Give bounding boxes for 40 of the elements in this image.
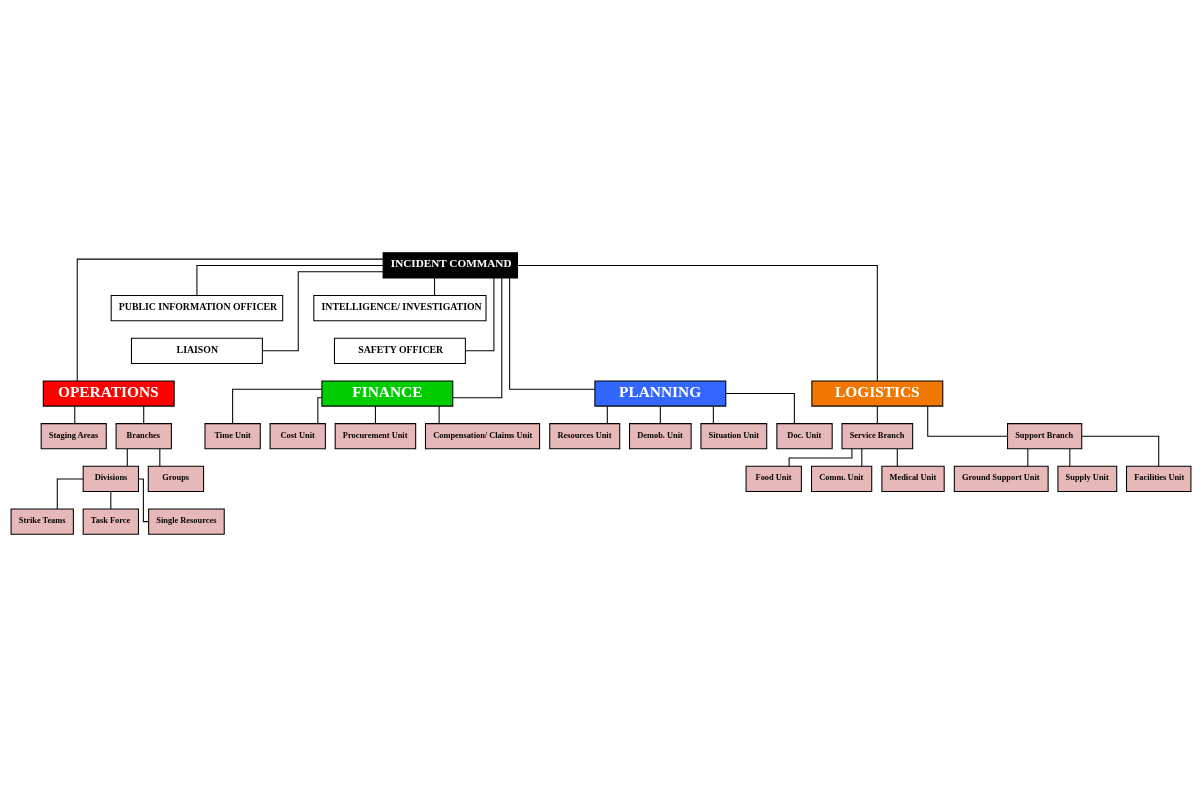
connector — [788, 447, 853, 467]
connector — [725, 392, 795, 424]
connector — [262, 270, 384, 351]
connector — [517, 264, 878, 381]
connector — [374, 405, 376, 424]
node-box: INTELLIGENCE/ INVESTIGATION — [313, 294, 487, 321]
connector — [659, 405, 661, 424]
connector — [876, 405, 878, 424]
connector — [56, 477, 84, 509]
node-box: LOGISTICS — [811, 379, 944, 407]
connector — [606, 405, 608, 424]
connector — [74, 405, 76, 424]
connector — [138, 477, 149, 522]
connector — [452, 277, 503, 398]
connector — [509, 277, 596, 390]
connector — [126, 448, 128, 467]
connector — [896, 448, 898, 467]
connector — [464, 276, 495, 351]
connector — [438, 405, 440, 424]
node-box: INCIDENT COMMAND — [382, 251, 519, 279]
connector — [1027, 448, 1029, 467]
node-box: OPERATIONS — [42, 379, 175, 407]
connector — [317, 396, 323, 424]
connector — [159, 448, 161, 467]
node-box: PUBLIC INFORMATION OFFICER — [110, 294, 284, 321]
connector — [712, 405, 714, 424]
connector — [196, 264, 384, 296]
connector — [434, 277, 436, 296]
node-box: FINANCE — [321, 379, 454, 407]
connector — [927, 405, 1008, 437]
connector — [110, 490, 112, 509]
connector — [861, 448, 863, 467]
connector — [232, 388, 323, 424]
node-box: SAFETY OFFICER — [333, 337, 466, 364]
connector — [1081, 435, 1160, 467]
connector — [143, 405, 145, 424]
connector — [76, 258, 384, 381]
node-box: LIAISON — [130, 337, 263, 364]
connector — [1069, 448, 1071, 467]
node-box: PLANNING — [594, 379, 727, 407]
